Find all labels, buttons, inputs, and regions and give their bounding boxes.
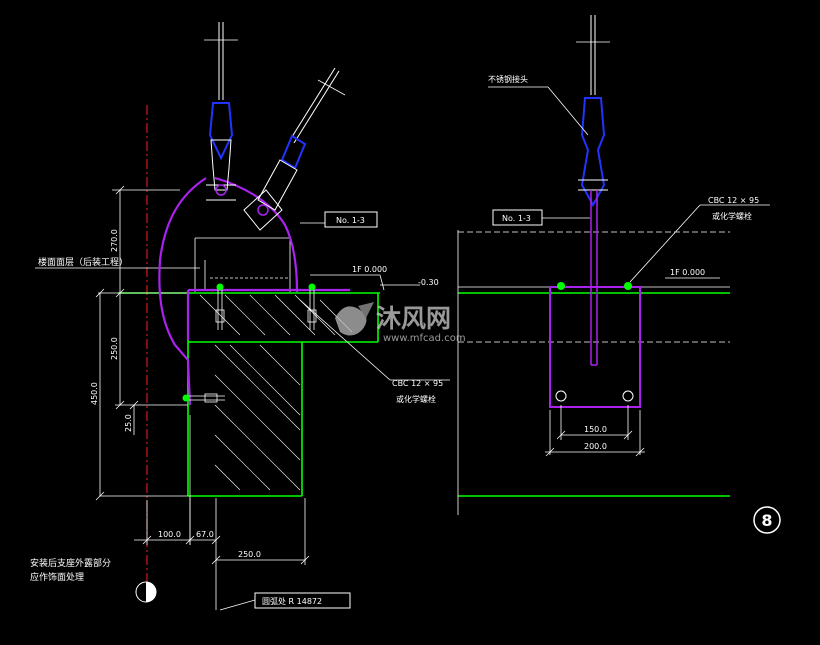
dimension-ticks-left (95, 185, 310, 565)
right-elevation-view: 150.0 200.0 不锈钢接头 No. 1-3 CBC 12 × 95 或化… (457, 15, 770, 515)
inclined-cable-left (243, 67, 346, 231)
dim-150: 150.0 (584, 425, 607, 434)
arc-radius-box (254, 592, 351, 609)
dimension-lines-left (35, 189, 420, 611)
leader-lines-right (488, 86, 770, 283)
dim-270: 270.0 (110, 229, 119, 252)
slab-hatching (199, 294, 353, 491)
bolt-spec-right: CBC 12 × 95 (708, 196, 759, 205)
anchor-bolts-left (188, 288, 317, 403)
note-line-1: 安装后支座外露部分 (30, 557, 111, 569)
stainless-joint-label: 不锈钢接头 (488, 74, 528, 84)
steel-bracket (158, 176, 350, 406)
watermark-brand: 沐风网 (376, 304, 451, 333)
bolt-name-left: 或化学螺栓 (396, 394, 436, 404)
dim-67: 67.0 (196, 530, 214, 539)
detail-ref-left: No. 1-3 (336, 216, 365, 225)
detail-number-marker: 8 (753, 506, 781, 534)
floor-finish-label: 楼面面层（后装工程） (38, 256, 128, 268)
watermark-logo-icon (335, 302, 374, 336)
bolt-nuts-left (182, 283, 316, 402)
vertical-cable-left (204, 22, 238, 201)
elevation-label-right: 1F 0.000 (670, 268, 705, 277)
elevation-label-left: 1F 0.000 (352, 265, 387, 274)
bolt-name-right: 或化学螺栓 (712, 211, 752, 221)
detail-ref-box-right (492, 209, 543, 226)
bolt-spec-left: CBC 12 × 95 (392, 379, 443, 388)
detail-ref-right: No. 1-3 (502, 214, 531, 223)
left-section-view: 270.0 250.0 450.0 25.0 100.0 67.0 250.0 (35, 22, 450, 611)
elevation-minus-label: -0.30 (418, 278, 439, 287)
detail-number: 8 (761, 511, 772, 530)
vertical-cable-right (576, 15, 610, 366)
installation-note: 安装后支座外露部分 应作饰面处理 (30, 557, 111, 583)
watermark: 沐风网 www.mfcad.com (335, 302, 466, 344)
dim-200: 200.0 (584, 442, 607, 451)
section-marker-symbol (135, 581, 157, 603)
embed-plate (549, 286, 641, 408)
arc-radius-label: 圆弧处 R 14872 (262, 596, 322, 606)
note-line-2: 应作饰面处理 (30, 571, 84, 583)
dimension-lines-right (545, 405, 645, 457)
anchor-bolts-right (555, 282, 634, 402)
dim-250-vertical: 250.0 (110, 337, 119, 360)
elevation-structure-lines (458, 292, 730, 497)
dim-250-horizontal: 250.0 (238, 550, 261, 559)
dim-450: 450.0 (90, 382, 99, 405)
dim-25: 25.0 (124, 414, 133, 432)
dim-100: 100.0 (158, 530, 181, 539)
watermark-url: www.mfcad.com (383, 333, 466, 344)
detail-ref-box-left (324, 211, 378, 228)
